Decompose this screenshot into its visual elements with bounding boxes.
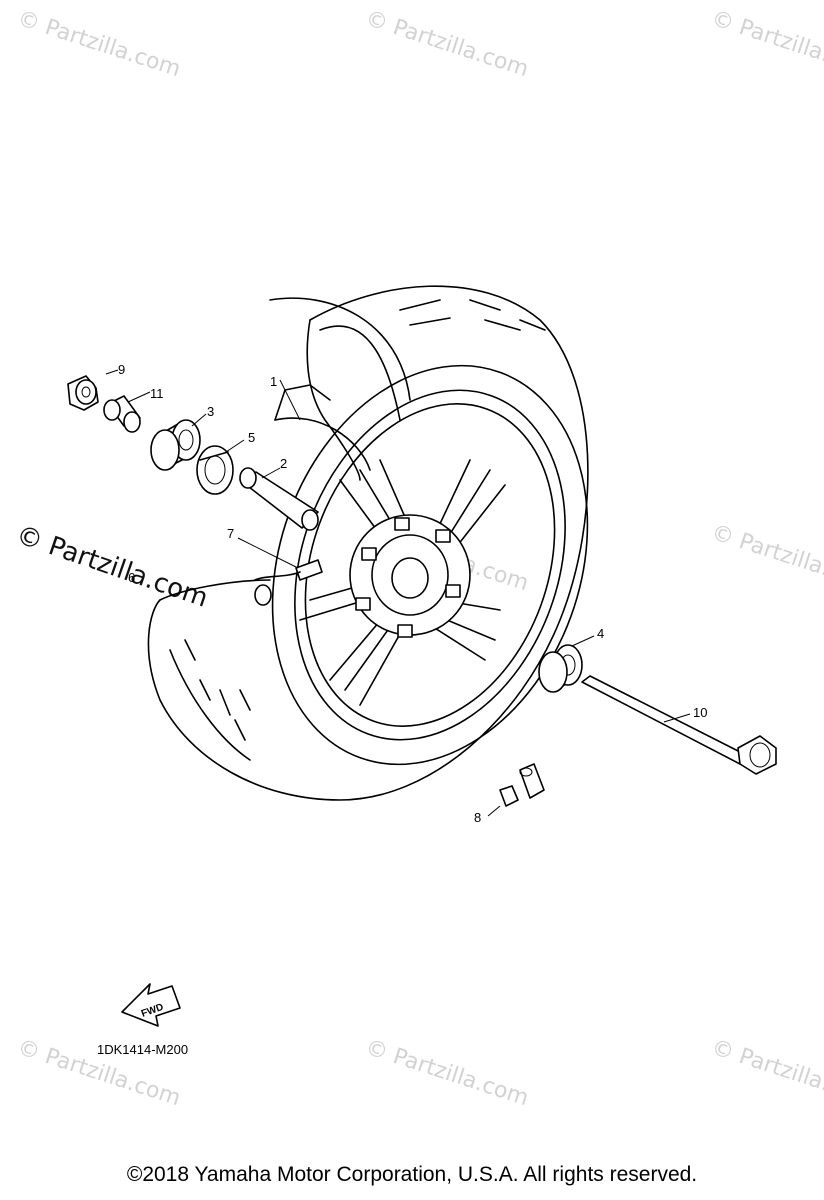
callout-6: 6 <box>128 570 136 585</box>
part-5-oil-seal <box>196 445 234 495</box>
part-7-6-gear-unit <box>254 559 323 606</box>
fwd-arrow-icon: FWD <box>121 983 181 1027</box>
callout-8: 8 <box>474 810 482 825</box>
callout-4: 4 <box>597 626 605 641</box>
copyright-notice: ©2018 Yamaha Motor Corporation, U.S.A. A… <box>126 1163 698 1186</box>
drawing-code: 1DK1414-M200 <box>97 1042 189 1057</box>
callout-5: 5 <box>248 430 256 445</box>
callout-1: 1 <box>270 374 278 389</box>
part-2-spacer <box>239 467 319 531</box>
callout-3: 3 <box>207 404 215 419</box>
callout-10: 10 <box>693 705 708 720</box>
part-4-bearing <box>538 644 583 693</box>
callout-leaders <box>105 369 691 817</box>
wheel-hub <box>349 514 471 638</box>
callout-2: 2 <box>280 456 288 471</box>
part-8-valve <box>499 763 545 807</box>
part-3-bearing <box>150 419 201 471</box>
part-9-flange-nut <box>67 375 99 411</box>
callout-11: 11 <box>150 386 164 401</box>
part-10-axle <box>581 675 777 775</box>
part-11-collar <box>103 395 141 433</box>
tire <box>147 285 589 801</box>
callout-7: 7 <box>227 526 235 541</box>
callout-9: 9 <box>118 362 126 377</box>
